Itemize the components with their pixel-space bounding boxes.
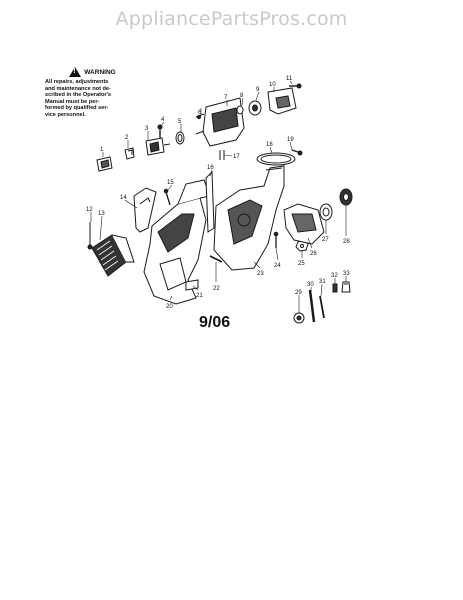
date-code: 9/06 — [199, 314, 231, 331]
part-10-cover — [267, 87, 297, 115]
part-19-screw — [291, 149, 303, 156]
callout-6: 6 — [198, 110, 202, 116]
part-29-grommet — [293, 312, 305, 324]
warning-line: and maintenance not de- — [45, 85, 111, 92]
part-22-pin — [209, 255, 223, 263]
warning-line: All repairs, adjustments — [45, 79, 109, 85]
callout-13: 13 — [98, 211, 105, 217]
callout-14: 14 — [120, 195, 127, 201]
watermark: AppliancePartsPros.com — [115, 8, 348, 30]
callout-32: 32 — [331, 273, 338, 279]
part-31-tube — [319, 295, 325, 319]
callout-15: 15 — [167, 180, 174, 186]
callout-2: 2 — [125, 135, 129, 141]
callout-20: 20 — [166, 304, 173, 310]
warning-box: WARNING All repairs, adjustments and mai… — [45, 67, 140, 119]
callout-labels: 1 2 3 4 5 6 7 8 9 10 11 12 13 14 15 16 1… — [86, 76, 350, 310]
callout-24: 24 — [274, 263, 281, 269]
part-27-washer — [319, 203, 333, 221]
part-6-7-control-housing — [195, 97, 245, 147]
part-1-gasket — [96, 156, 113, 172]
warning-line: formed by qualified ser- — [45, 105, 109, 112]
part-23-fan-housing — [213, 165, 285, 271]
warning-line: vice personnel. — [45, 111, 86, 118]
callout-28: 28 — [343, 239, 350, 245]
callout-21: 21 — [196, 293, 203, 299]
part-24-screw — [273, 231, 279, 248]
callout-11: 11 — [286, 76, 293, 82]
callout-5: 5 — [178, 119, 182, 125]
warning-text: All repairs, adjustments and maintenance… — [45, 79, 140, 119]
part-28-impeller — [339, 188, 353, 206]
part-26-engine-cover — [283, 203, 325, 245]
part-9-knob — [248, 100, 262, 116]
callout-23: 23 — [257, 271, 264, 277]
callout-27: 27 — [322, 237, 329, 243]
warning-triangle-icon — [69, 67, 82, 77]
callout-8: 8 — [240, 93, 244, 99]
part-18-clamp — [256, 152, 296, 166]
callout-9: 9 — [256, 87, 260, 93]
part-13-grille — [91, 234, 135, 277]
part-8-washer — [236, 105, 244, 115]
callout-12: 12 — [86, 207, 93, 213]
warning-title: WARNING — [84, 68, 116, 76]
part-32-fitting — [332, 283, 338, 293]
part-33-fitting — [341, 281, 351, 293]
callout-3: 3 — [145, 126, 149, 132]
callout-31: 31 — [319, 279, 326, 285]
callout-7: 7 — [224, 95, 228, 101]
part-11-screw — [289, 83, 302, 89]
callout-33: 33 — [343, 271, 350, 277]
callout-30: 30 — [307, 282, 314, 288]
callout-10: 10 — [269, 82, 276, 88]
callout-4: 4 — [161, 117, 165, 123]
leader-lines — [90, 80, 347, 313]
part-17-pin — [219, 150, 225, 160]
warning-line: scribed in the Operator's — [45, 92, 111, 99]
part-20-blower-housing — [143, 179, 211, 305]
callout-19: 19 — [287, 137, 294, 143]
part-16-strap — [205, 170, 215, 233]
part-30-tube — [308, 289, 316, 323]
part-4-screw — [157, 124, 163, 138]
part-2-clip — [124, 147, 135, 160]
callout-1: 1 — [100, 147, 104, 153]
callout-29: 29 — [295, 290, 302, 296]
callout-17: 17 — [233, 154, 240, 160]
callout-16: 16 — [207, 165, 214, 171]
callout-25: 25 — [298, 261, 305, 267]
callout-22: 22 — [213, 286, 220, 292]
warning-heading: WARNING — [45, 67, 140, 77]
part-5-ring — [175, 131, 185, 145]
callout-26: 26 — [310, 251, 317, 257]
part-15-screw — [163, 188, 171, 206]
warning-line: Manual must be per- — [45, 98, 100, 105]
part-3-switch — [145, 137, 171, 156]
part-14-handle — [133, 187, 157, 233]
callout-18: 18 — [266, 142, 273, 148]
part-12-screw — [87, 222, 93, 250]
